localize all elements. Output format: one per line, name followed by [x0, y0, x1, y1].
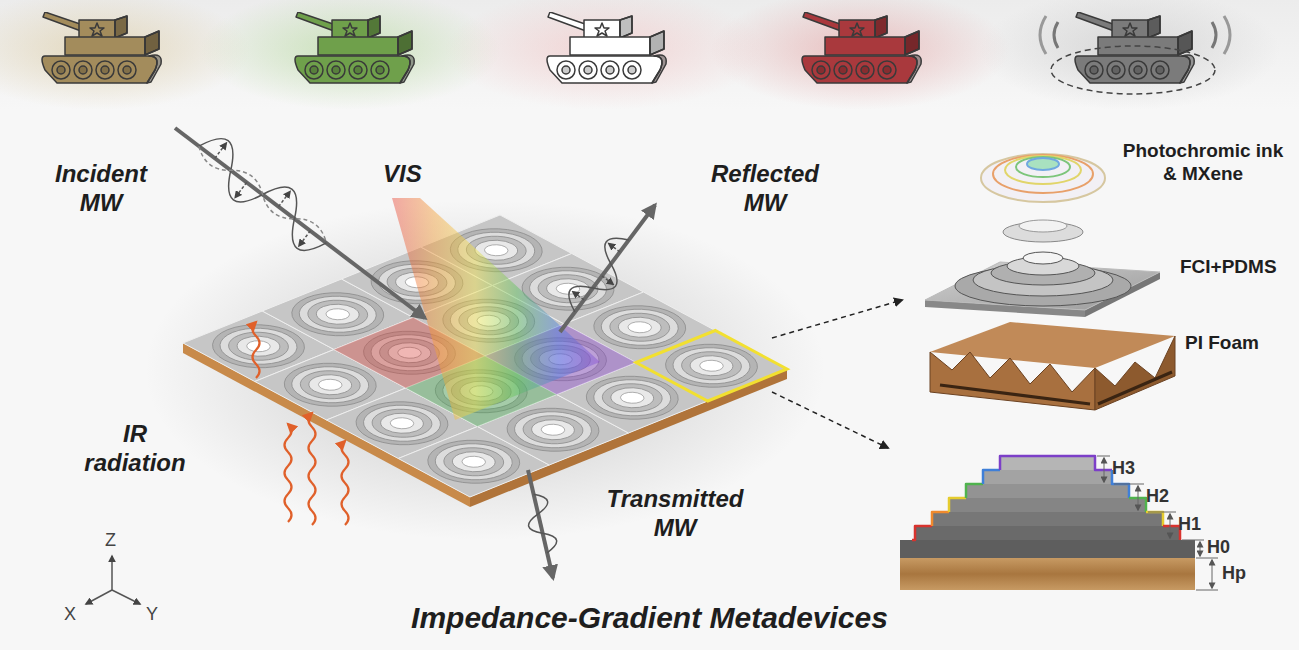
- annotation-label: H3: [1112, 458, 1152, 480]
- annotation-label: PI Foam: [1185, 332, 1285, 355]
- annotation-label: Hp: [1222, 563, 1262, 585]
- annotation-label: H0: [1207, 537, 1247, 559]
- annotation-label: Photochromic ink & MXene: [1118, 140, 1288, 186]
- diagram-title: Impedance-Gradient Metadevices: [0, 600, 1299, 636]
- annotation-label: H2: [1146, 486, 1186, 508]
- annotation-label: IR radiation: [70, 420, 200, 478]
- annotation-label: Y: [146, 604, 166, 626]
- annotation-label: VIS: [383, 160, 443, 189]
- annotation-label: Transmitted MW: [590, 485, 760, 543]
- annotation-label: Reflected MW: [695, 160, 835, 218]
- annotation-label: Incident MW: [36, 160, 166, 218]
- annotation-label: Z: [105, 530, 125, 552]
- annotation-label: X: [64, 604, 84, 626]
- annotation-label: FCI+PDMS: [1180, 256, 1290, 279]
- annotation-label: H1: [1178, 514, 1218, 536]
